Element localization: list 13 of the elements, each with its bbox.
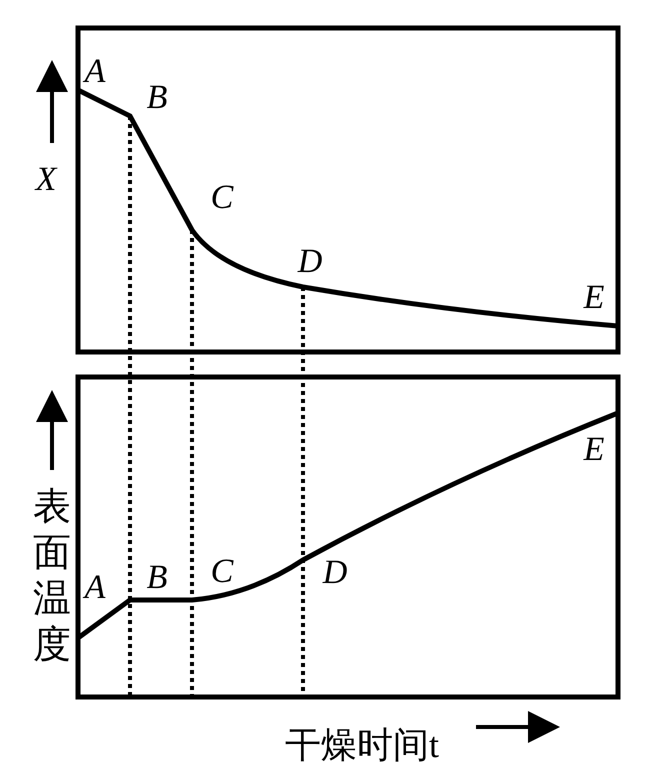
axis-label: 干燥时间t bbox=[285, 727, 439, 763]
point-label: D bbox=[298, 245, 322, 279]
point-label: E bbox=[584, 281, 604, 315]
point-label: A bbox=[84, 55, 106, 89]
point-label: D bbox=[322, 556, 348, 590]
point-label: B bbox=[146, 561, 168, 595]
point-label: E bbox=[584, 433, 604, 467]
point-label: A bbox=[84, 571, 106, 605]
axis-label: X bbox=[36, 163, 56, 197]
axis-label: 表面温度 bbox=[32, 483, 72, 667]
point-label: C bbox=[210, 555, 234, 589]
point-label: B bbox=[146, 81, 168, 115]
point-label: C bbox=[210, 181, 234, 215]
